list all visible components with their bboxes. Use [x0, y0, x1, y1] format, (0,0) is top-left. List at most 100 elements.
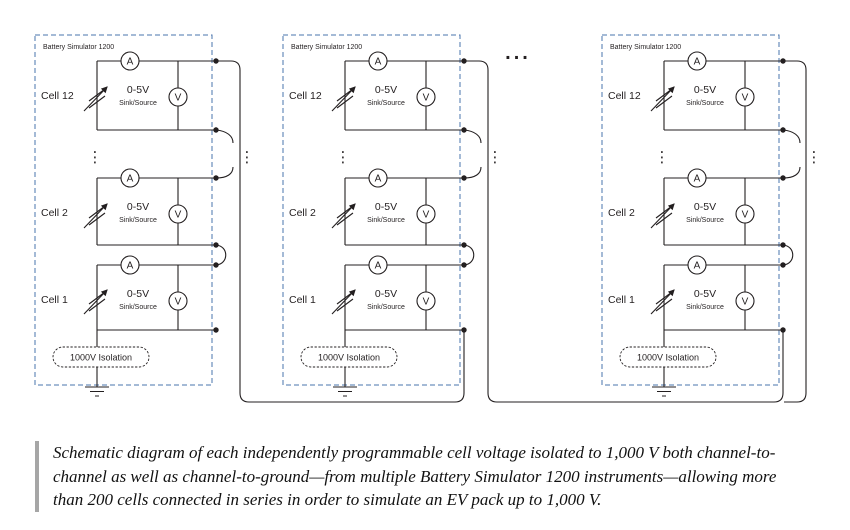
cell-mode-label: Sink/Source: [119, 304, 157, 311]
voltmeter-icon: V: [168, 204, 188, 224]
terminal-dot: [461, 58, 467, 64]
caption-line: Schematic diagram of each independently …: [53, 443, 776, 462]
svg-text:1000V Isolation: 1000V Isolation: [70, 353, 132, 363]
interconnect-wire: [464, 60, 784, 403]
cell-range-label: 0-5V: [127, 201, 149, 213]
voltmeter-icon: V: [735, 87, 755, 107]
cell-block-2: A V Cell 2 0-5V Sink/Source: [608, 168, 786, 248]
variable-source-arrow-icon: [331, 203, 356, 229]
cell-label: Cell 1: [289, 294, 316, 306]
cell-block-12: A V Cell 12 0-5V Sink/Source: [608, 51, 786, 133]
cell-circuit-wire: [96, 60, 216, 131]
caption-line: than 200 cells connected in series in or…: [53, 490, 602, 509]
variable-source-arrow-icon: [83, 203, 108, 229]
vertical-ellipsis: ⋮: [88, 148, 103, 166]
vertical-ellipsis: ⋮: [240, 148, 255, 166]
isolation-label: 1000V Isolation: [619, 346, 717, 368]
svg-text:1000V Isolation: 1000V Isolation: [318, 353, 380, 363]
battery-simulator-unit: Battery Simulator 1200 A V Cell 12 0-5V …: [282, 34, 503, 397]
cell-block-1: A V Cell 1 0-5V Sink/Source: [608, 255, 786, 333]
cell-block-1: A V Cell 1 0-5V Sink/Source: [289, 255, 467, 333]
isolation-label: 1000V Isolation: [52, 346, 150, 368]
more-units-ellipsis: ...: [505, 42, 531, 64]
cell-mode-label: Sink/Source: [367, 217, 405, 224]
svg-text:V: V: [742, 297, 749, 308]
unit-title: Battery Simulator 1200: [291, 44, 362, 51]
cell-label: Cell 2: [41, 207, 68, 219]
cell-mode-label: Sink/Source: [119, 100, 157, 107]
series-link-wire: [782, 129, 801, 144]
cell-mode-label: Sink/Source: [686, 217, 724, 224]
figure-caption: Schematic diagram of each independently …: [35, 441, 848, 512]
series-link-wire: [215, 244, 227, 266]
unit-border: [34, 34, 213, 386]
cell-circuit-wire: [663, 60, 783, 131]
svg-text:V: V: [175, 93, 182, 104]
terminal-dot: [461, 327, 467, 333]
cell-label: Cell 1: [41, 294, 68, 306]
svg-text:A: A: [127, 261, 134, 272]
variable-source-arrow-icon: [331, 86, 356, 112]
voltmeter-icon: V: [416, 87, 436, 107]
ammeter-icon: A: [368, 255, 388, 275]
cell-block-2: A V Cell 2 0-5V Sink/Source: [289, 168, 467, 248]
cell-block-12: A V Cell 12 0-5V Sink/Source: [41, 51, 219, 133]
series-link-wire: [463, 166, 482, 179]
svg-text:V: V: [423, 297, 430, 308]
cell-range-label: 0-5V: [694, 201, 716, 213]
cell-mode-label: Sink/Source: [686, 304, 724, 311]
cell-circuit-wire: [96, 177, 216, 246]
voltmeter-icon: V: [416, 291, 436, 311]
cell-circuit-wire: [663, 177, 783, 246]
ammeter-icon: A: [120, 51, 140, 71]
series-link-wire: [215, 129, 234, 144]
svg-text:A: A: [375, 174, 382, 185]
cell-label: Cell 12: [608, 90, 641, 102]
svg-text:A: A: [694, 261, 701, 272]
cell-label: Cell 12: [289, 90, 322, 102]
cell-range-label: 0-5V: [375, 84, 397, 96]
cell-circuit-wire: [96, 264, 216, 331]
ammeter-icon: A: [368, 51, 388, 71]
battery-simulator-unit: Battery Simulator 1200 A V Cell 12 0-5V …: [34, 34, 255, 397]
voltmeter-icon: V: [416, 204, 436, 224]
cell-block-2: A V Cell 2 0-5V Sink/Source: [41, 168, 219, 248]
cell-circuit-wire: [344, 60, 464, 131]
cell-label: Cell 12: [41, 90, 74, 102]
terminal-dot: [213, 327, 219, 333]
vertical-ellipsis: ⋮: [807, 148, 822, 166]
cell-label: Cell 1: [608, 294, 635, 306]
cell-range-label: 0-5V: [375, 201, 397, 213]
svg-text:1000V Isolation: 1000V Isolation: [637, 353, 699, 363]
svg-text:A: A: [375, 261, 382, 272]
cell-mode-label: Sink/Source: [686, 100, 724, 107]
ammeter-icon: A: [687, 255, 707, 275]
series-link-wire: [782, 166, 801, 179]
battery-simulator-unit: Battery Simulator 1200 A V Cell 12 0-5V …: [601, 34, 822, 397]
svg-text:V: V: [423, 93, 430, 104]
svg-text:V: V: [423, 210, 430, 221]
cell-circuit-wire: [344, 264, 464, 331]
svg-text:A: A: [694, 174, 701, 185]
isolation-label: 1000V Isolation: [300, 346, 398, 368]
variable-source-arrow-icon: [331, 289, 356, 315]
cell-circuit-wire: [663, 264, 783, 331]
variable-source-arrow-icon: [83, 86, 108, 112]
schematic-canvas: ... Battery Simulator 1200 A V Cell 12 0…: [34, 34, 822, 403]
variable-source-arrow-icon: [83, 289, 108, 315]
svg-text:V: V: [742, 210, 749, 221]
cell-block-12: A V Cell 12 0-5V Sink/Source: [289, 51, 467, 133]
vertical-ellipsis: ⋮: [488, 148, 503, 166]
ammeter-icon: A: [120, 168, 140, 188]
ammeter-icon: A: [368, 168, 388, 188]
variable-source-arrow-icon: [650, 86, 675, 112]
interconnect-wire: [783, 60, 807, 403]
ground-icon: [652, 386, 676, 397]
cell-block-1: A V Cell 1 0-5V Sink/Source: [41, 255, 219, 333]
svg-text:A: A: [127, 174, 134, 185]
terminal-dot: [213, 58, 219, 64]
svg-text:A: A: [694, 57, 701, 68]
unit-border: [601, 34, 780, 386]
series-link-wire: [215, 166, 234, 179]
